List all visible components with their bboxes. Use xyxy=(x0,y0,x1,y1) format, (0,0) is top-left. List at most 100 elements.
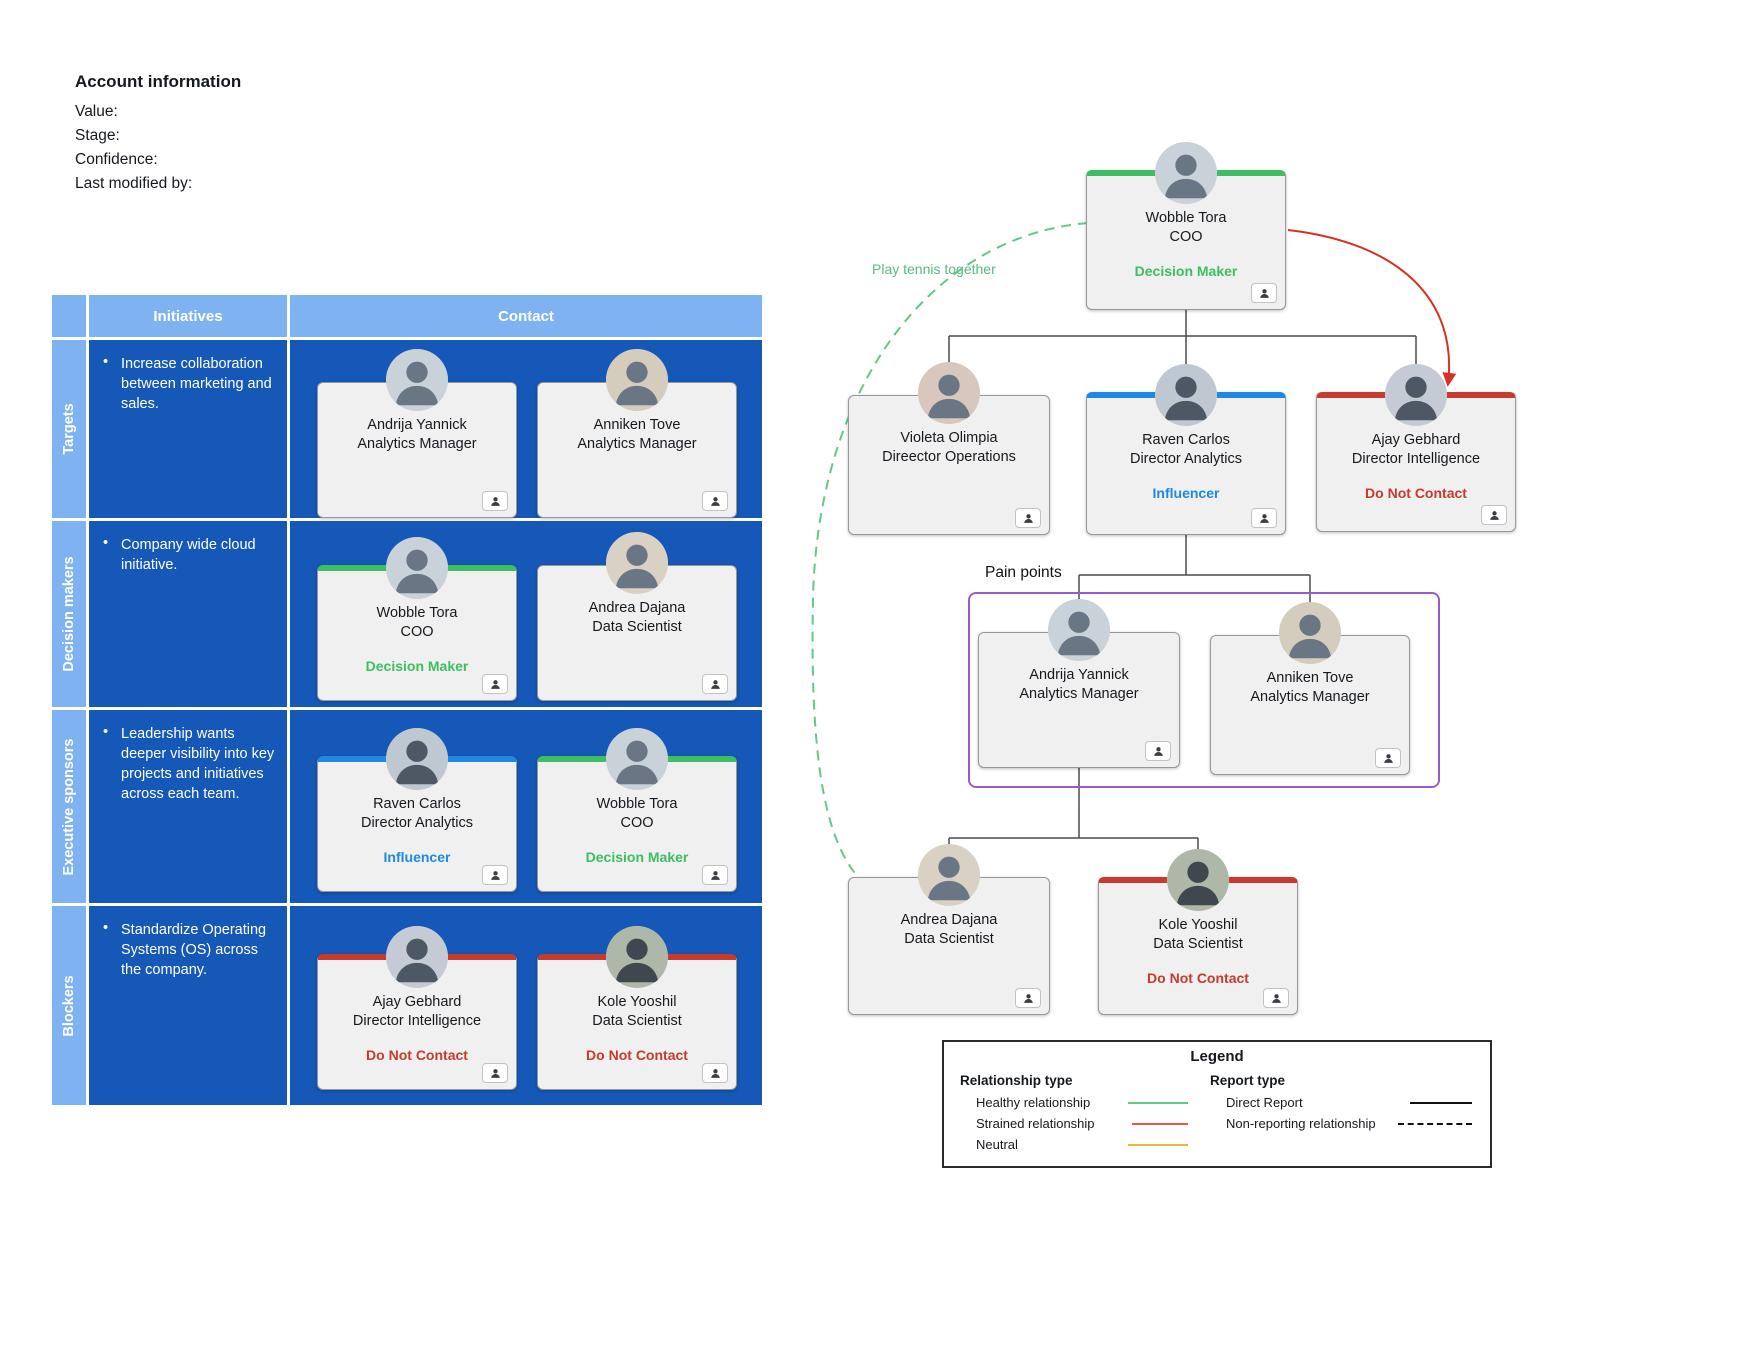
contact-title: Director Analytics xyxy=(360,815,473,831)
person-icon xyxy=(702,674,728,694)
person-icon xyxy=(1251,508,1277,528)
contact-card-anniken-tove[interactable]: Anniken Tove Analytics Manager xyxy=(537,349,737,518)
person-icon xyxy=(482,1063,508,1083)
node-name: Violeta Olimpia xyxy=(900,430,998,446)
node-role: Decision Maker xyxy=(1134,263,1238,279)
contact-card-raven-carlos[interactable]: Raven Carlos Director Analytics Influenc… xyxy=(317,728,517,892)
org-node-violeta-olimpia[interactable]: Violeta Olimpia Direector Operations xyxy=(848,362,1050,535)
node-title: Analytics Manager xyxy=(1250,689,1370,705)
node-role: Influencer xyxy=(1152,485,1220,501)
account-info-title: Account information xyxy=(75,72,242,91)
row-category-label: Targets xyxy=(61,403,77,455)
initiative-text: Leadership wants deeper visibility into … xyxy=(121,726,275,802)
contact-name: Kole Yooshil xyxy=(597,994,677,1010)
contact-title: Director Intelligence xyxy=(352,1013,482,1029)
pain-points-group[interactable] xyxy=(968,592,1440,788)
node-role: Do Not Contact xyxy=(1365,485,1467,501)
avatar xyxy=(386,349,448,411)
row-category-targets: Targets xyxy=(52,340,86,518)
contact-title: COO xyxy=(620,815,654,831)
person-icon xyxy=(1015,988,1041,1008)
node-name: Andrija Yannick xyxy=(1029,667,1129,683)
contact-name: Andrija Yannick xyxy=(367,417,467,433)
person-icon xyxy=(702,491,728,511)
initiative-text: Company wide cloud initiative. xyxy=(121,537,256,573)
org-node-anniken-tove[interactable]: Anniken Tove Analytics Manager xyxy=(1210,602,1410,775)
node-title: COO xyxy=(1169,229,1203,245)
account-info-confidence: Confidence: xyxy=(75,151,158,168)
contact-title: COO xyxy=(400,624,434,640)
legend-item-healthy: Healthy relationship xyxy=(960,1095,1188,1110)
contact-card-kole-yooshil[interactable]: Kole Yooshil Data Scientist Do Not Conta… xyxy=(537,926,737,1090)
contact-card-wobble-tora-2[interactable]: Wobble Tora COO Decision Maker xyxy=(537,728,737,892)
org-node-andrea-dajana[interactable]: Andrea Dajana Data Scientist xyxy=(848,844,1050,1015)
contact-title: Data Scientist xyxy=(592,619,682,635)
legend-title: Legend xyxy=(1190,1048,1244,1065)
contact-name: Anniken Tove xyxy=(593,417,681,433)
contact-card-andrea-dajana[interactable]: Andrea Dajana Data Scientist xyxy=(537,532,737,701)
contact-role: Decision Maker xyxy=(365,658,469,674)
bullet: • xyxy=(103,724,109,740)
initiative-cell-decision-makers: • Company wide cloud initiative. xyxy=(89,521,287,707)
legend: Legend Relationship type Healthy relatio… xyxy=(942,1040,1492,1168)
row-category-label: Blockers xyxy=(61,974,77,1037)
contact-card-wobble-tora[interactable]: Wobble Tora COO Decision Maker xyxy=(317,537,517,701)
node-title: Direector Operations xyxy=(882,449,1016,465)
org-node-ajay-gebhard[interactable]: Ajay Gebhard Director Intelligence Do No… xyxy=(1316,364,1516,532)
table-corner-cell xyxy=(52,295,86,337)
legend-relationship-column: Relationship type Healthy relationship S… xyxy=(960,1073,1210,1158)
legend-report-column: Report type Direct Report Non-reporting … xyxy=(1210,1073,1474,1158)
initiative-cell-blockers: • Standardize Operating Systems (OS) acr… xyxy=(89,906,287,1105)
org-node-raven-carlos[interactable]: Raven Carlos Director Analytics Influenc… xyxy=(1086,364,1286,535)
contact-name: Andrea Dajana xyxy=(588,600,686,616)
direct-report-line-sample xyxy=(1410,1101,1472,1104)
row-category-label: Decision makers xyxy=(61,556,77,672)
legend-relationship-header: Relationship type xyxy=(960,1073,1073,1088)
contact-card-ajay-gebhard[interactable]: Ajay Gebhard Director Intelligence Do No… xyxy=(317,926,517,1090)
node-name: Wobble Tora xyxy=(1145,210,1227,226)
contact-title: Data Scientist xyxy=(592,1013,682,1029)
pain-points-label: Pain points xyxy=(985,564,1062,581)
healthy-line-sample xyxy=(1128,1101,1188,1104)
org-node-wobble-tora[interactable]: Wobble Tora COO Decision Maker xyxy=(1086,142,1286,310)
legend-item-label: Neutral xyxy=(976,1137,1018,1152)
contact-cell-decision-makers: Wobble Tora COO Decision Maker Andrea Da… xyxy=(290,521,762,707)
initiative-text: Increase collaboration between marketing… xyxy=(121,356,272,412)
org-node-andrija-yannick[interactable]: Andrija Yannick Analytics Manager xyxy=(978,599,1180,768)
person-icon xyxy=(482,865,508,885)
avatar xyxy=(606,728,668,790)
bullet: • xyxy=(103,920,109,936)
person-icon xyxy=(482,491,508,511)
contact-role: Decision Maker xyxy=(585,849,689,865)
node-role: Do Not Contact xyxy=(1147,970,1249,986)
avatar xyxy=(1155,364,1217,426)
row-category-label: Executive sponsors xyxy=(61,738,77,875)
legend-item-label: Direct Report xyxy=(1226,1095,1303,1110)
contact-card-andrija-yannick[interactable]: Andrija Yannick Analytics Manager xyxy=(317,349,517,518)
node-title: Analytics Manager xyxy=(1019,686,1139,702)
avatar xyxy=(606,349,668,411)
row-category-decision-makers: Decision makers xyxy=(52,521,86,707)
initiative-text: Standardize Operating Systems (OS) acros… xyxy=(121,922,267,978)
avatar xyxy=(386,728,448,790)
row-category-executive-sponsors: Executive sponsors xyxy=(52,710,86,903)
person-icon xyxy=(1251,283,1277,303)
org-node-kole-yooshil[interactable]: Kole Yooshil Data Scientist Do Not Conta… xyxy=(1098,849,1298,1015)
avatar xyxy=(386,537,448,599)
avatar xyxy=(1048,599,1110,661)
legend-item-direct-report: Direct Report xyxy=(1210,1095,1472,1110)
avatar xyxy=(918,844,980,906)
legend-item-non-reporting: Non-reporting relationship xyxy=(1210,1116,1472,1131)
legend-item-neutral: Neutral xyxy=(960,1137,1188,1152)
legend-item-label: Strained relationship xyxy=(976,1116,1095,1131)
account-table: Initiatives Contact Targets • Increase c… xyxy=(52,295,762,1105)
account-info-last-modified: Last modified by: xyxy=(75,175,193,192)
person-icon xyxy=(1263,988,1289,1008)
contact-name: Wobble Tora xyxy=(596,796,678,812)
bullet: • xyxy=(103,354,109,370)
contact-name: Raven Carlos xyxy=(373,796,461,812)
account-info-value: Value: xyxy=(75,103,118,120)
legend-item-label: Healthy relationship xyxy=(976,1095,1091,1110)
person-icon xyxy=(1375,748,1401,768)
